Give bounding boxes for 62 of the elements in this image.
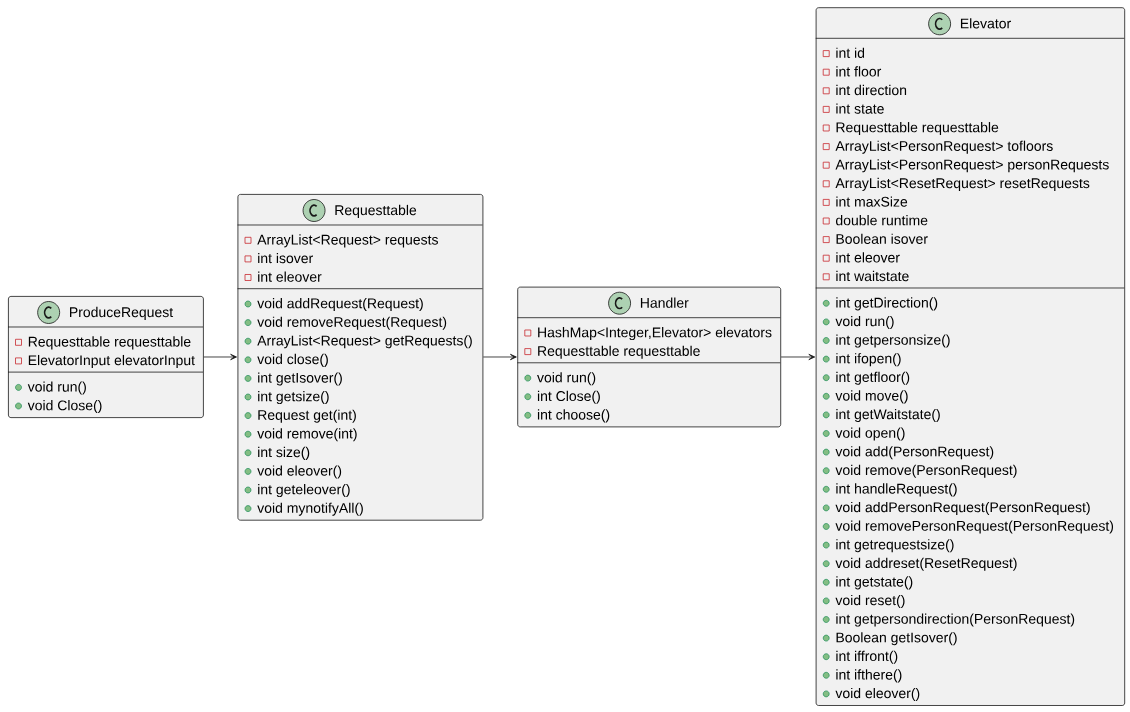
method-text: int getWaitstate() — [836, 408, 940, 422]
method-text: int getrequestsize() — [836, 539, 954, 553]
attribute-text: ArrayList<PersonRequest> tofloors — [835, 140, 1053, 154]
method-text: void eleover() — [835, 687, 920, 701]
method-text: Request get(int) — [258, 409, 356, 423]
attribute-text: HashMap<Integer,Elevator> elevators — [538, 327, 772, 341]
method-text: void addreset(ResetRequest) — [835, 557, 1017, 571]
attribute-text: double runtime — [836, 215, 928, 226]
method-text: void reset() — [835, 594, 905, 608]
attribute-text: int state — [836, 103, 884, 114]
method-text: void open() — [835, 427, 905, 441]
attribute-text: int waitstate — [836, 270, 909, 282]
method-text: int Close() — [537, 390, 600, 404]
method-text: void run() — [27, 381, 86, 395]
method-text: void removePersonRequest(PersonRequest) — [835, 520, 1114, 534]
method-text: void addPersonRequest(PersonRequest) — [835, 501, 1090, 515]
method-text: void removeRequest(Request) — [257, 316, 447, 330]
attribute-text: Boolean isover — [836, 233, 928, 244]
method-text: int getIsover() — [258, 372, 342, 386]
method-text: int handleRequest() — [836, 483, 957, 497]
method-text: void remove(int) — [257, 428, 357, 442]
method-text: int ifthere() — [836, 669, 902, 683]
arrow — [482, 353, 517, 361]
method-text: int choose() — [537, 409, 610, 423]
method-text: void Close() — [27, 400, 102, 414]
attribute-text: int id — [836, 47, 865, 58]
method-text: Boolean getIsover() — [836, 632, 957, 646]
attribute-text: int eleover — [258, 271, 322, 282]
method-text: void add(PersonRequest) — [835, 446, 994, 460]
method-text: int size() — [258, 446, 310, 460]
method-text: int getpersondirection(PersonRequest) — [836, 613, 1075, 627]
method-text: int geteleover() — [258, 484, 350, 498]
attribute-text: Requesttable requesttable — [538, 345, 700, 359]
attribute-text: int direction — [836, 84, 907, 96]
method-text: void remove(PersonRequest) — [835, 464, 1017, 478]
method-text: int getDirection() — [836, 297, 938, 311]
attribute-text: int maxSize — [836, 196, 908, 207]
attribute-text: Requesttable requesttable — [836, 122, 999, 136]
method-text: int getfloor() — [836, 371, 910, 385]
method-text: void run() — [835, 315, 894, 329]
method-text: int getstate() — [836, 576, 913, 590]
method-text: void mynotifyAll() — [257, 502, 363, 516]
method-text: void move() — [835, 390, 908, 404]
method-text: void close() — [257, 353, 328, 367]
attribute-text: int floor — [836, 66, 882, 77]
attribute-text: ArrayList<ResetRequest> resetRequests — [835, 177, 1090, 191]
arrow — [203, 353, 237, 361]
method-text: void eleover() — [257, 465, 342, 479]
attribute-text: int isover — [258, 252, 313, 264]
method-text: int getpersonsize() — [836, 334, 950, 348]
attribute-text: ElevatorInput elevatorInput — [28, 354, 195, 368]
attribute-text: int eleover — [836, 252, 900, 263]
method-text: ArrayList<Request> getRequests() — [257, 335, 472, 349]
method-text: void addRequest(Request) — [257, 298, 423, 312]
method-text: int getsize() — [258, 391, 329, 405]
attribute-text: Requesttable requesttable — [28, 336, 191, 350]
method-text: int iffront() — [836, 650, 898, 664]
method-text: void run() — [537, 372, 596, 386]
attribute-text: ArrayList<PersonRequest> personRequests — [835, 159, 1109, 173]
attribute-text: ArrayList<Request> requests — [257, 234, 438, 248]
arrow — [780, 353, 816, 361]
method-text: int ifopen() — [836, 353, 901, 367]
